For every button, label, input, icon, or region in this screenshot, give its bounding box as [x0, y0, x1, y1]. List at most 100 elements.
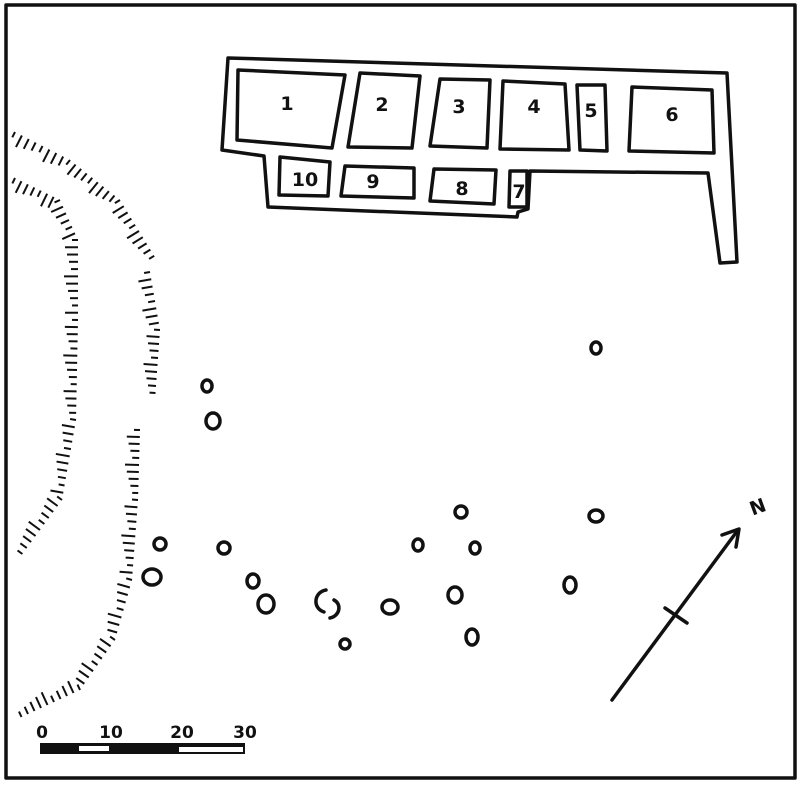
- hachure-stroke: [132, 236, 144, 245]
- room-label-2: 2: [375, 94, 388, 116]
- room-10: [277, 155, 332, 198]
- hachure-stroke: [35, 696, 42, 709]
- hachure-stroke: [78, 669, 90, 679]
- hachure-stroke: [55, 212, 67, 219]
- hachure-stroke: [108, 194, 116, 203]
- hachure-stroke: [55, 690, 62, 700]
- room-label-4: 4: [527, 96, 540, 118]
- hachure-stroke: [143, 363, 158, 366]
- posthole: [453, 504, 469, 520]
- hachure-stroke: [65, 225, 73, 231]
- hachure-stroke: [101, 190, 110, 200]
- hachure-stroke: [141, 285, 153, 290]
- scale-tick-10: 10: [99, 723, 123, 743]
- posthole: [464, 627, 480, 647]
- hachure-stroke: [146, 377, 157, 380]
- hachure-stroke: [61, 424, 75, 429]
- hachure-stroke: [23, 706, 29, 715]
- hachure-stroke: [80, 172, 88, 181]
- posthole: [245, 572, 261, 590]
- posthole: [411, 537, 425, 553]
- hachure-stroke: [99, 637, 112, 648]
- hachure-stroke: [124, 505, 138, 509]
- hachure-stroke: [28, 520, 41, 531]
- hachure-stroke: [62, 431, 74, 436]
- hachure-stroke: [25, 528, 37, 537]
- room-7: [507, 169, 529, 209]
- posthole: [204, 411, 222, 431]
- hachure-stroke: [96, 645, 107, 654]
- hachure-stroke: [117, 211, 129, 220]
- hachure-stroke: [112, 205, 125, 214]
- hachure-stroke: [11, 131, 16, 138]
- hachure-stroke: [147, 300, 156, 304]
- room-label-10: 10: [292, 169, 318, 191]
- hachure-stroke: [116, 599, 126, 604]
- north-arrow: N: [610, 494, 769, 702]
- hachure-stroke: [15, 135, 23, 148]
- hachure-stroke: [57, 475, 66, 480]
- posthole-open-arc: [314, 588, 341, 620]
- room-label-3: 3: [452, 96, 465, 118]
- hachure-stroke: [95, 186, 105, 197]
- hachure-stroke: [57, 156, 65, 166]
- room-4: [498, 79, 571, 152]
- hachure-stroke: [148, 321, 159, 326]
- posthole: [338, 637, 352, 651]
- room-label-5: 5: [584, 100, 597, 122]
- hachure-stroke: [36, 190, 42, 198]
- hachure-stroke: [127, 520, 137, 523]
- posthole: [141, 567, 163, 587]
- hachure-stroke: [144, 370, 158, 373]
- hachure-stroke: [137, 242, 148, 250]
- hachure-stroke: [119, 570, 133, 574]
- hachure-stroke: [58, 483, 65, 487]
- hachure-stroke: [69, 417, 77, 421]
- hachure-stroke: [40, 193, 49, 207]
- hachure-stroke: [117, 582, 131, 589]
- hachure-stroke: [128, 527, 136, 531]
- hachure-stroke: [116, 591, 129, 596]
- hachure-stroke: [40, 511, 50, 519]
- building-outline: [220, 56, 739, 265]
- hachure-stroke: [57, 468, 68, 472]
- hachure-stroke: [14, 180, 23, 194]
- hachure-stroke: [126, 230, 140, 240]
- hachure-stroke: [73, 168, 82, 179]
- room-label-1: 1: [280, 93, 293, 115]
- hachure-stroke: [65, 159, 71, 166]
- hachure-stroke: [93, 652, 103, 660]
- hachure-stroke: [121, 534, 136, 538]
- scale-tick-0: 0: [36, 723, 48, 743]
- hachure-stroke: [144, 292, 154, 297]
- scale-tick-30: 30: [233, 723, 257, 743]
- hachure-stroke: [123, 217, 132, 225]
- hachure-stroke: [18, 711, 23, 718]
- hachure-stroke: [88, 181, 99, 194]
- posthole: [200, 378, 214, 394]
- hachure-stroke: [22, 138, 30, 150]
- hachure-stroke: [46, 497, 59, 507]
- hachure-stroke: [11, 177, 16, 184]
- hachure-stroke: [22, 535, 32, 543]
- hachure-stroke: [124, 549, 135, 552]
- hachure-stroke: [125, 577, 133, 581]
- postholes: [141, 340, 605, 651]
- hachure-stroke: [42, 149, 51, 163]
- hachure-stroke: [66, 163, 77, 176]
- building-complex: 1 2 3 4 5 6 7 8 9 10: [220, 56, 739, 265]
- hachure-stroke: [56, 460, 69, 465]
- hachure-stroke: [50, 489, 64, 494]
- hachure-stroke: [61, 232, 76, 240]
- hachure-stroke: [147, 384, 157, 387]
- hachure-stroke: [143, 248, 151, 255]
- hachure-stroke: [146, 335, 160, 338]
- hachure-stroke: [81, 662, 94, 673]
- room-2: [346, 71, 422, 150]
- hachure-stroke: [55, 452, 70, 458]
- hachure-stroke: [60, 219, 70, 225]
- north-label: N: [747, 494, 769, 520]
- hachure-stroke: [122, 541, 135, 545]
- room-9: [339, 164, 416, 200]
- hachure-stroke: [125, 556, 134, 560]
